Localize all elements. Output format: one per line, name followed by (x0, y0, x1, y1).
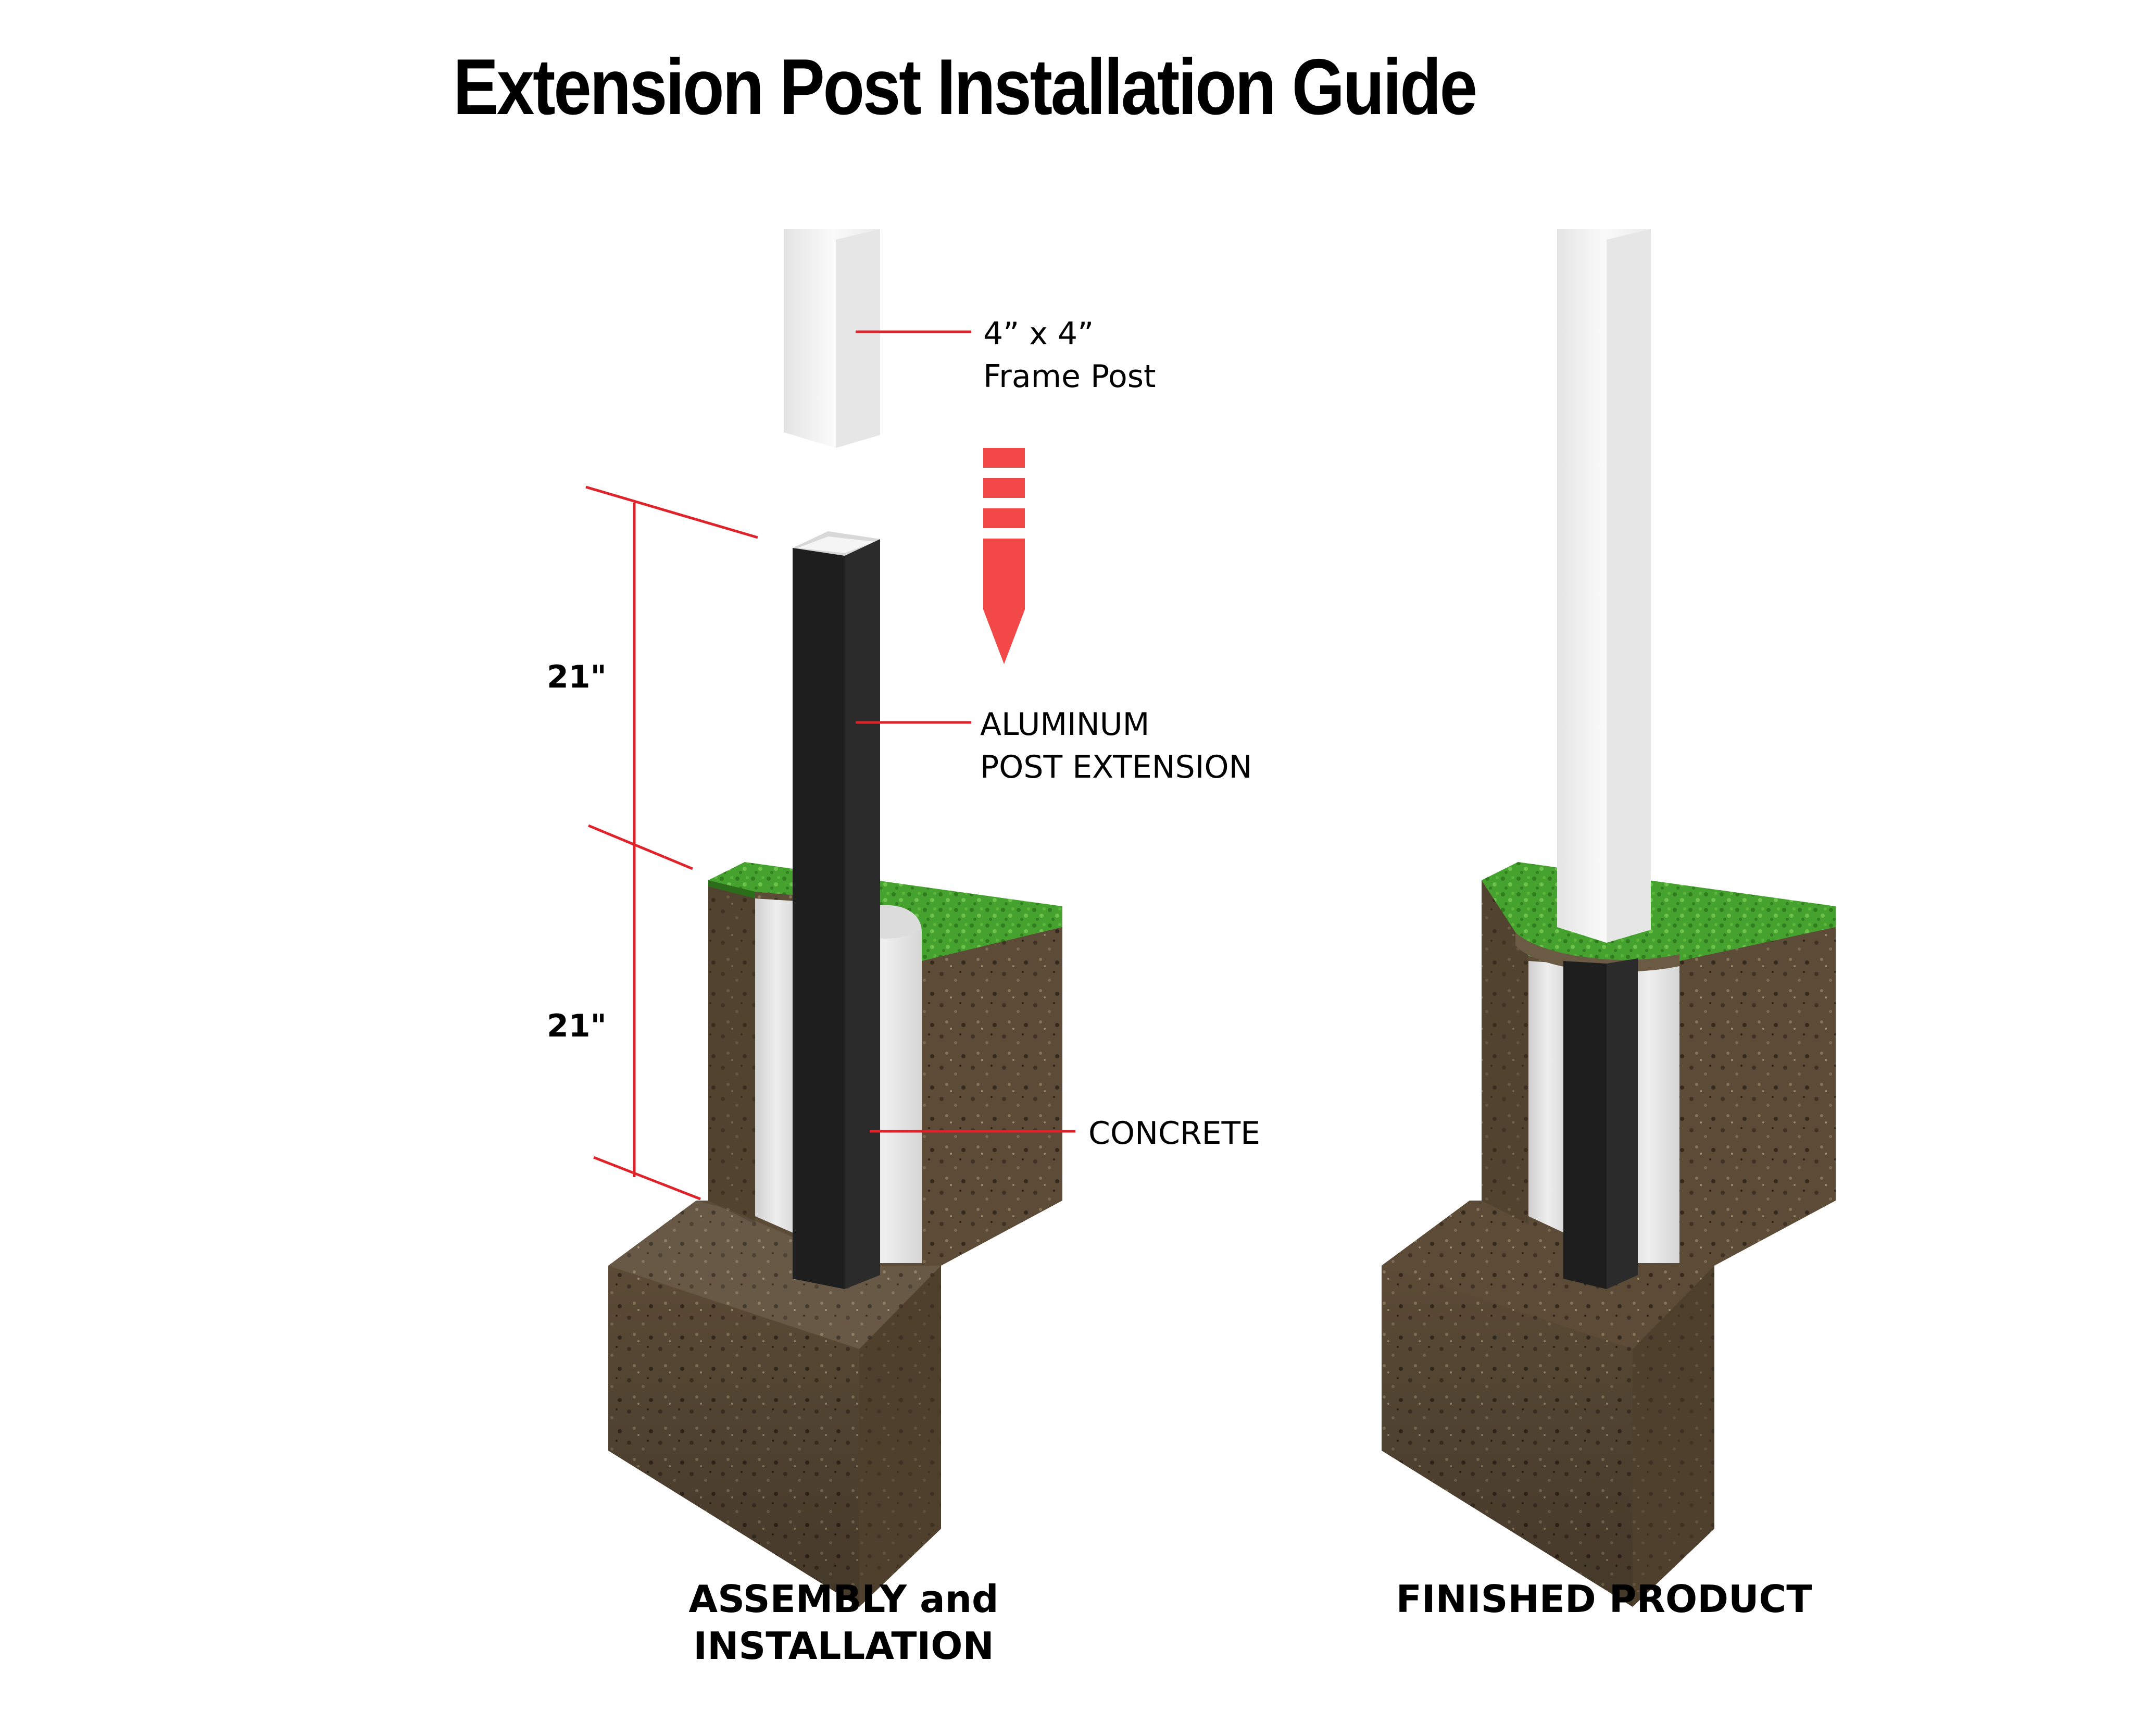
frame-post-label: 4” x 4” Frame Post (983, 316, 1156, 395)
insert-down-arrow-icon (983, 448, 1025, 664)
concrete-label: CONCRETE (1088, 1115, 1261, 1152)
assembly-model (608, 229, 1062, 1607)
frame-post-exploded (784, 229, 880, 448)
finished-product-caption: FINISHED PRODUCT (1396, 1577, 1812, 1621)
dimension-lines (585, 485, 758, 1201)
aluminum-post-finished (1563, 958, 1638, 1289)
page-title: Extension Post Installation Guide (453, 43, 1477, 131)
aluminum-post-extension-label: ALUMINUM POST EXTENSION (980, 706, 1252, 785)
finished-model (1382, 229, 1836, 1607)
lower-dimension-label: 21" (547, 1008, 607, 1044)
aluminum-post-extension (793, 531, 880, 1289)
upper-dimension-label: 21" (547, 659, 607, 695)
assembly-caption: ASSEMBLY and INSTALLATION (688, 1577, 999, 1668)
frame-post-installed (1557, 229, 1651, 943)
soil-base-block-finished (1382, 1201, 1714, 1607)
soil-base-block (608, 1201, 941, 1607)
leader-lines (856, 330, 1075, 1133)
